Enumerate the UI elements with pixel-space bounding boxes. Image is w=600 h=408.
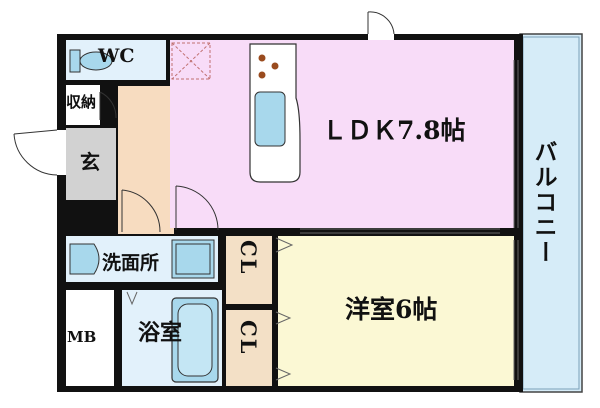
- storage-door-icon: [99, 91, 117, 120]
- entrance-label: 玄: [80, 150, 100, 174]
- western-room: [278, 236, 514, 386]
- toilet-icon: [69, 49, 113, 73]
- closet-bottom: [226, 310, 272, 386]
- kitchen-counter-icon: [249, 43, 301, 183]
- bedroom-sliding-door: [300, 228, 500, 234]
- hall-door-icon: [175, 185, 219, 231]
- entrance-door-icon: [13, 129, 66, 176]
- washing-machine-icon: [171, 239, 215, 279]
- washroom-label: 洗面所: [102, 252, 160, 274]
- closet-top-label: CL: [236, 240, 261, 276]
- wc-label: WC: [98, 45, 135, 67]
- washbasin-icon: [69, 243, 100, 275]
- entrance-floor: [66, 128, 116, 200]
- ldk-window-door-icon: [367, 11, 395, 40]
- fridge-space-icon: [171, 42, 211, 80]
- bathroom-label: 浴室: [138, 320, 183, 346]
- mb-space: [66, 290, 114, 386]
- ldk-room: [170, 40, 514, 228]
- hall-floor: [118, 86, 174, 234]
- balcony-area: [519, 33, 583, 393]
- closet-door-marks: [126, 237, 294, 381]
- bathtub-icon: [171, 297, 219, 383]
- ldk-label: ＬＤＫ7.8帖: [322, 116, 466, 145]
- storage-label: 収納: [66, 93, 97, 111]
- washroom-door-icon: [121, 189, 161, 233]
- mb-label: MB: [67, 328, 97, 346]
- balcony-label: バルコニー: [530, 140, 557, 265]
- storage-room: [66, 85, 100, 125]
- closet-top: [226, 236, 272, 304]
- balcony-sliding-doors: [513, 60, 519, 380]
- closet-bottom-label: CL: [236, 320, 261, 356]
- western-room-label: 洋室6帖: [345, 295, 438, 324]
